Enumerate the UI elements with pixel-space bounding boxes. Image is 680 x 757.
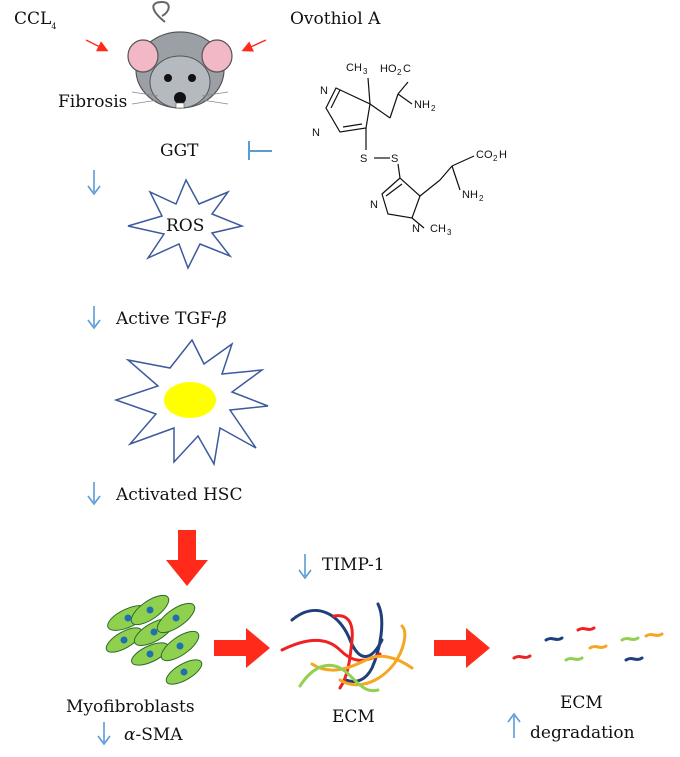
svg-text:CH: CH — [346, 62, 362, 74]
ccl4-label: CCL4 — [14, 9, 56, 31]
svg-text:3: 3 — [447, 228, 452, 237]
svg-text:C: C — [403, 63, 411, 75]
ecm-fibers — [280, 602, 414, 693]
svg-text:N: N — [312, 127, 320, 139]
svg-text:CO: CO — [476, 149, 493, 161]
svg-text:3: 3 — [363, 67, 368, 76]
ovothiol-arrow — [241, 39, 267, 52]
ggt-label: GGT — [160, 141, 199, 161]
svg-text:NH: NH — [462, 189, 478, 201]
svg-text:N: N — [412, 223, 420, 235]
myofibroblasts-label: Myofibroblasts — [66, 697, 195, 717]
svg-text:NH: NH — [414, 99, 430, 111]
alpha-sma-label: α-SMA — [124, 725, 183, 745]
cell-nucleus — [164, 382, 216, 418]
svg-text:2: 2 — [431, 104, 436, 113]
svg-text:N: N — [370, 199, 378, 211]
ecm-label: ECM — [332, 707, 375, 727]
down-arrow-icon — [87, 170, 101, 196]
activated-hsc-label: Activated HSC — [115, 485, 242, 505]
active-tgf-label: Active TGF-β — [115, 309, 227, 329]
inhibition-marker — [248, 141, 272, 160]
fibrosis-label: Fibrosis — [58, 92, 127, 112]
timp1-label: TIMP-1 — [322, 555, 385, 575]
svg-text:2: 2 — [493, 154, 498, 163]
ovothiol-label: Ovothiol A — [290, 9, 381, 29]
red-right-arrow — [214, 628, 270, 668]
svg-text:S: S — [360, 153, 367, 165]
svg-text:N: N — [320, 85, 328, 97]
red-down-arrow — [166, 530, 208, 586]
ecm-degradation-label-1: ECM — [560, 693, 603, 713]
ecm-fragments — [512, 626, 664, 662]
down-arrow-icon — [87, 482, 101, 506]
mouse-icon — [127, 0, 233, 109]
svg-text:2: 2 — [397, 68, 402, 77]
ecm-degradation-label-2: degradation — [530, 723, 635, 743]
ros-label: ROS — [166, 216, 204, 236]
up-arrow-icon — [507, 712, 521, 738]
svg-text:H: H — [499, 149, 507, 161]
myofibroblast-cells — [105, 594, 203, 685]
down-arrow-icon — [87, 306, 101, 330]
down-arrow-icon — [97, 722, 111, 746]
down-arrow-icon — [298, 554, 312, 580]
ovothiol-structure: CH 3 HO 2 C NH 2 N N S S CO 2 H NH 2 N N… — [312, 62, 507, 237]
ccl4-arrow — [85, 39, 109, 52]
svg-text:2: 2 — [479, 194, 484, 203]
svg-text:S: S — [391, 153, 398, 165]
ros-star-shape — [127, 178, 245, 270]
svg-text:CH: CH — [430, 223, 446, 235]
red-right-arrow — [434, 628, 490, 668]
svg-text:HO: HO — [380, 63, 397, 75]
